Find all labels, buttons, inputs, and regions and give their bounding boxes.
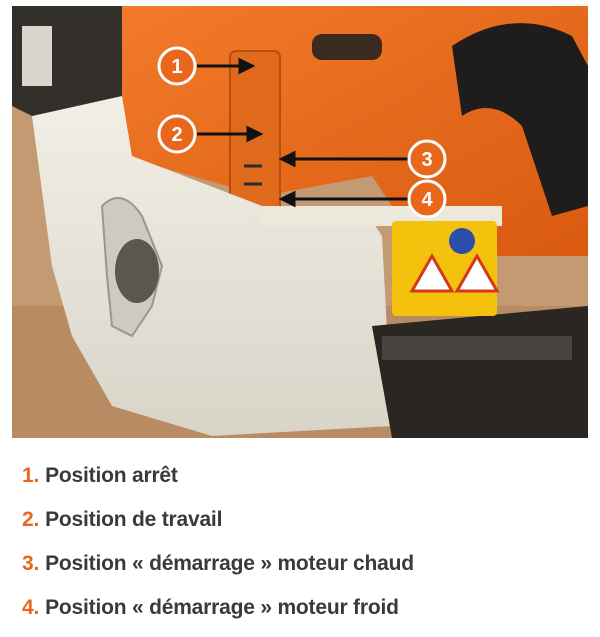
top-slot: [312, 34, 382, 60]
arrowhead-3: [278, 150, 296, 168]
legend-item-cold-start: 4. Position « démarrage » moteur froid: [22, 586, 592, 630]
legend-number: 1.: [22, 464, 40, 487]
air-filter-fins: [22, 26, 52, 86]
chainsaw-illustration: 1 2 3 4: [12, 6, 588, 438]
legend-list: 1. Position arrêt 2. Position de travail…: [22, 454, 592, 630]
lever-grip: [115, 239, 159, 303]
warning-triangle-icon: [454, 252, 500, 293]
callout-1: 1: [157, 46, 197, 86]
legend-text: Position « démarrage » moteur froid: [45, 596, 399, 619]
arrowhead-1: [238, 57, 256, 75]
callout-4: 4: [407, 179, 447, 219]
callout-number: 3: [421, 149, 432, 171]
white-engine-body: [32, 96, 392, 436]
callout-number: 4: [421, 189, 433, 211]
callout-number: 1: [171, 56, 182, 78]
legend-item-work: 2. Position de travail: [22, 498, 592, 542]
legend-number: 2.: [22, 508, 40, 531]
legend-text: Position « démarrage » moteur chaud: [45, 552, 414, 575]
callout-arrows: [197, 57, 422, 208]
lower-dark-section: [372, 306, 588, 438]
arrowhead-4: [278, 190, 296, 208]
lower-rail: [382, 336, 572, 360]
legend-number: 4.: [22, 596, 40, 619]
chainsaw-photo: 1 2 3 4: [12, 6, 588, 438]
info-badge-icon: [449, 228, 475, 254]
callout-3: 3: [407, 139, 447, 179]
callout-2: 2: [157, 114, 197, 154]
legend-text: Position de travail: [45, 508, 223, 531]
arrowhead-2: [246, 125, 264, 143]
legend-item-stop: 1. Position arrêt: [22, 454, 592, 498]
callout-number: 2: [171, 124, 182, 146]
legend-text: Position arrêt: [45, 464, 178, 487]
legend-number: 3.: [22, 552, 40, 575]
warning-triangle-icon: [409, 252, 455, 293]
legend-item-warm-start: 3. Position « démarrage » moteur chaud: [22, 542, 592, 586]
black-handle: [452, 23, 588, 217]
